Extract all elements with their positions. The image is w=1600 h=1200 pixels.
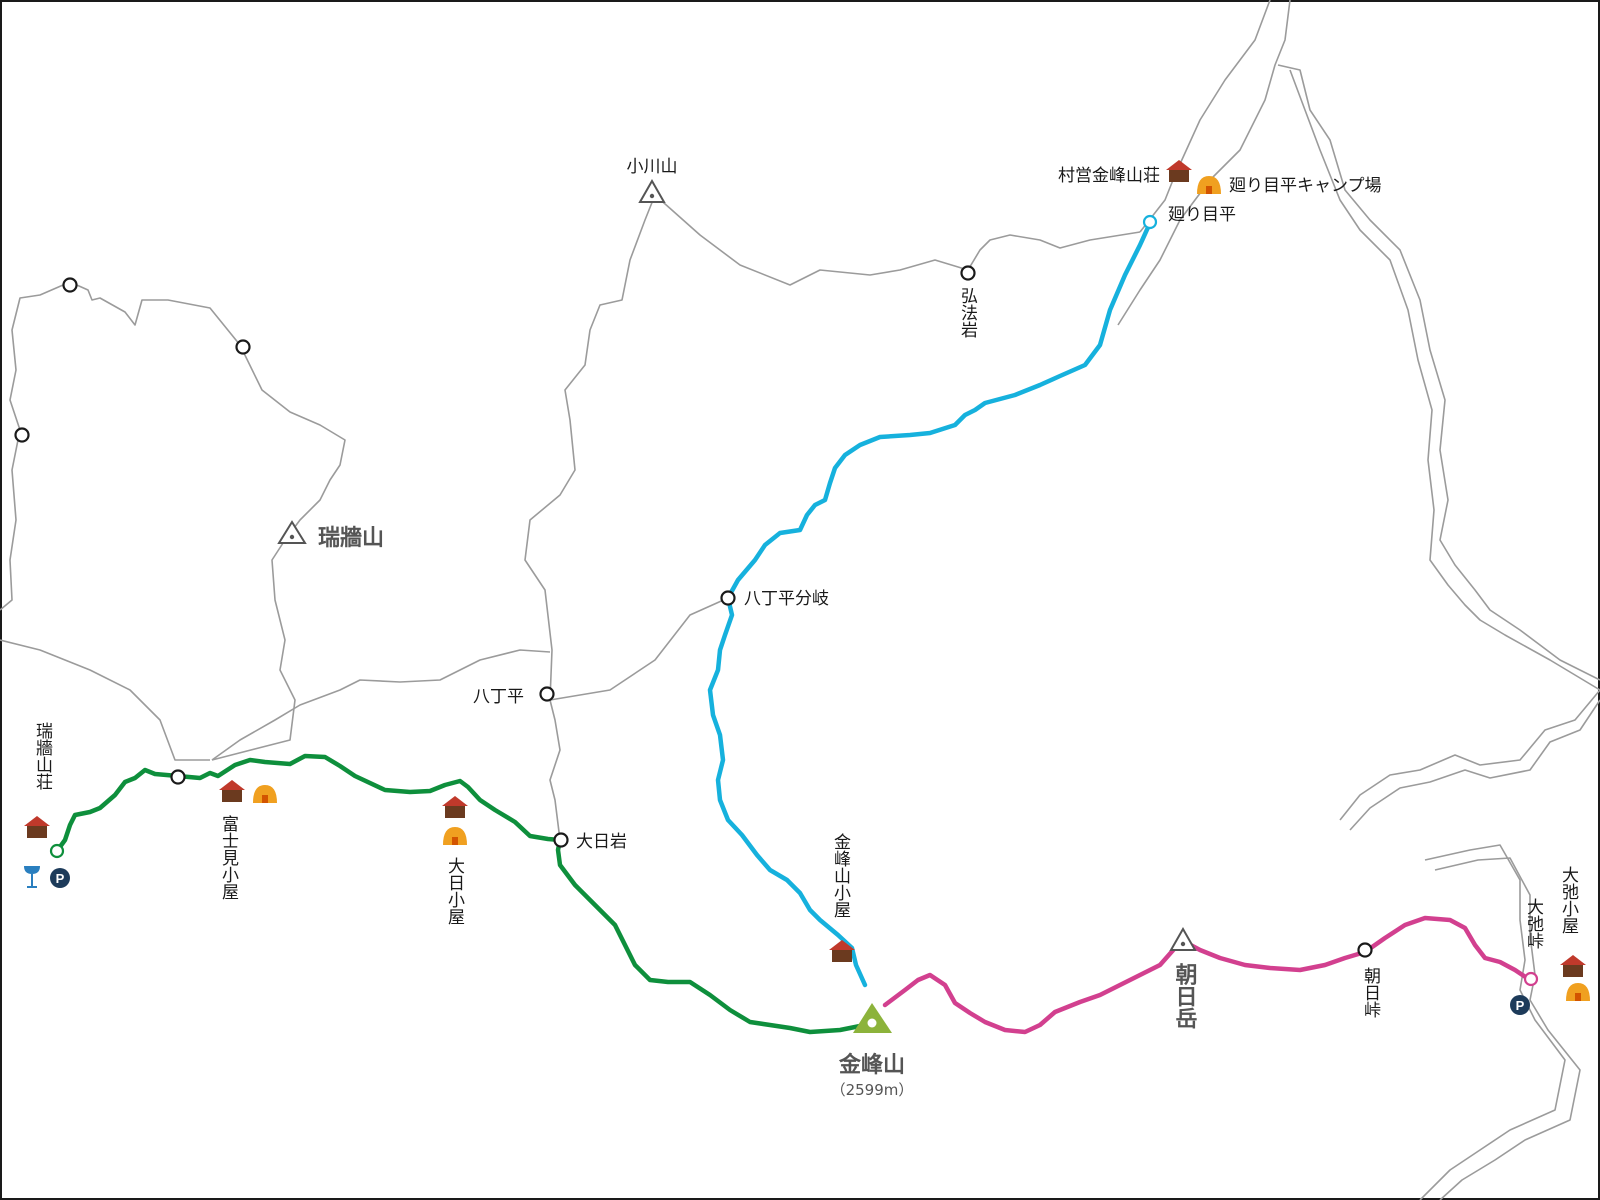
tents [253, 176, 1590, 1001]
hut-icon [1166, 160, 1192, 182]
trail-green [54, 753, 868, 1035]
road-east-switchback [1339, 689, 1600, 821]
waypoints [14, 214, 1539, 987]
trail-blue [707, 220, 1153, 988]
peak-dot [1180, 941, 1186, 947]
waypoint-circle-icon [49, 843, 65, 859]
summit-triangle-icon [853, 1003, 892, 1033]
road-mawarime-upper [1139, 0, 1271, 233]
label-asahidake: 朝日岳 [1172, 962, 1198, 1029]
waypoint-circle-icon [1523, 971, 1539, 987]
waypoint-circle-icon [235, 339, 251, 355]
label-hacchodaira-bunki: 八丁平分岐 [744, 589, 829, 609]
label-oike-goya: 大弛小屋 [1558, 866, 1579, 934]
peak-asahidake [1169, 926, 1197, 951]
waypoint-circle-icon [170, 769, 186, 785]
waypoint-circle-icon [960, 265, 976, 281]
toilet-icon [24, 866, 40, 888]
peak-triangle-icon [638, 178, 666, 203]
tent-icon [443, 827, 467, 845]
road-ogawa-east [654, 194, 1141, 286]
tent-icon [1197, 176, 1221, 194]
kinpusan-summit [853, 1003, 892, 1033]
road-hacchodaira-spur [549, 597, 729, 701]
huts [24, 160, 1586, 977]
parking-icon: P [50, 868, 70, 888]
waypoint-circle-icon [1142, 214, 1158, 230]
road-ogawa-south [524, 194, 656, 841]
waypoint-circle-icon [62, 277, 78, 293]
label-dainichi-goya: 大日小屋 [444, 857, 465, 925]
road-river-west [1117, 0, 1291, 326]
summit-dot [867, 1018, 877, 1028]
waypoint-circle-icon [539, 686, 555, 702]
hut-icon [1560, 955, 1586, 977]
waypoint-circle-icon [1357, 942, 1373, 958]
peak-dot [289, 534, 295, 540]
waypoint-circle-icon [720, 590, 736, 606]
label-mawarime: 廻り目平 [1168, 205, 1236, 225]
peak-markers [277, 178, 1197, 951]
road-mizugaki-loop [69, 281, 346, 761]
road-hacchodaira [211, 649, 551, 761]
peak-ogawayama [638, 178, 666, 203]
label-kobo-iwa: 弘法岩 [957, 287, 978, 338]
svg-text:P: P [56, 871, 65, 886]
parking-icon: P [1510, 995, 1530, 1015]
label-mizugakiyama: 瑞牆山 [318, 526, 384, 551]
road-river-east [1277, 64, 1600, 681]
tent-icon [1566, 983, 1590, 1001]
waypoint-circle-icon [553, 832, 569, 848]
facilities: P P [24, 866, 1530, 1015]
peak-triangle-icon [1169, 926, 1197, 951]
hut-icon [829, 940, 855, 962]
label-hacchodaira: 八丁平 [473, 687, 524, 707]
label-ogawayama: 小川山 [627, 157, 678, 177]
tent-icon [253, 785, 277, 803]
road-east-switchback-2 [1349, 699, 1600, 831]
label-kinpusan-elev: （2599m） [831, 1081, 914, 1099]
peak-triangle-icon [277, 520, 307, 544]
label-oike-toge: 大弛峠 [1523, 898, 1544, 949]
hut-icon [442, 796, 468, 818]
label-fujimi-goya: 富士見小屋 [218, 815, 239, 900]
road-oike-loop-2 [1434, 857, 1581, 1200]
label-mizugaki-sanso: 瑞牆山荘 [32, 722, 53, 790]
vertical-labels: 瑞牆山荘 富士見小屋 大日小屋 金峰山小屋 弘法岩 朝日岳 朝日峠 大弛峠 大弛… [32, 287, 1579, 1029]
waypoint-circle-icon [14, 427, 30, 443]
peak-dot [649, 193, 655, 199]
peak-mizugakiyama [277, 520, 307, 544]
hut-icon [24, 816, 50, 838]
road-river-east-2 [1289, 69, 1600, 691]
label-sonei-sanso: 村営金峰山荘 [1058, 166, 1160, 186]
label-mawarime-camp: 廻り目平キャンプ場 [1229, 176, 1382, 196]
road-west-bottom [0, 639, 210, 761]
label-kinpusan: 金峰山 [838, 1052, 905, 1078]
label-dainichi-iwa: 大日岩 [576, 832, 627, 852]
horizontal-labels: 小川山 瑞牆山 八丁平 八丁平分岐 大日岩 村営金峰山荘 廻り目平キャンプ場 廻… [318, 157, 1382, 1099]
hut-icon [219, 780, 245, 802]
label-kinpu-goya: 金峰山小屋 [830, 833, 851, 918]
label-asahi-toge: 朝日峠 [1360, 967, 1381, 1018]
svg-text:P: P [1516, 998, 1525, 1013]
road-west-loop [0, 281, 71, 611]
